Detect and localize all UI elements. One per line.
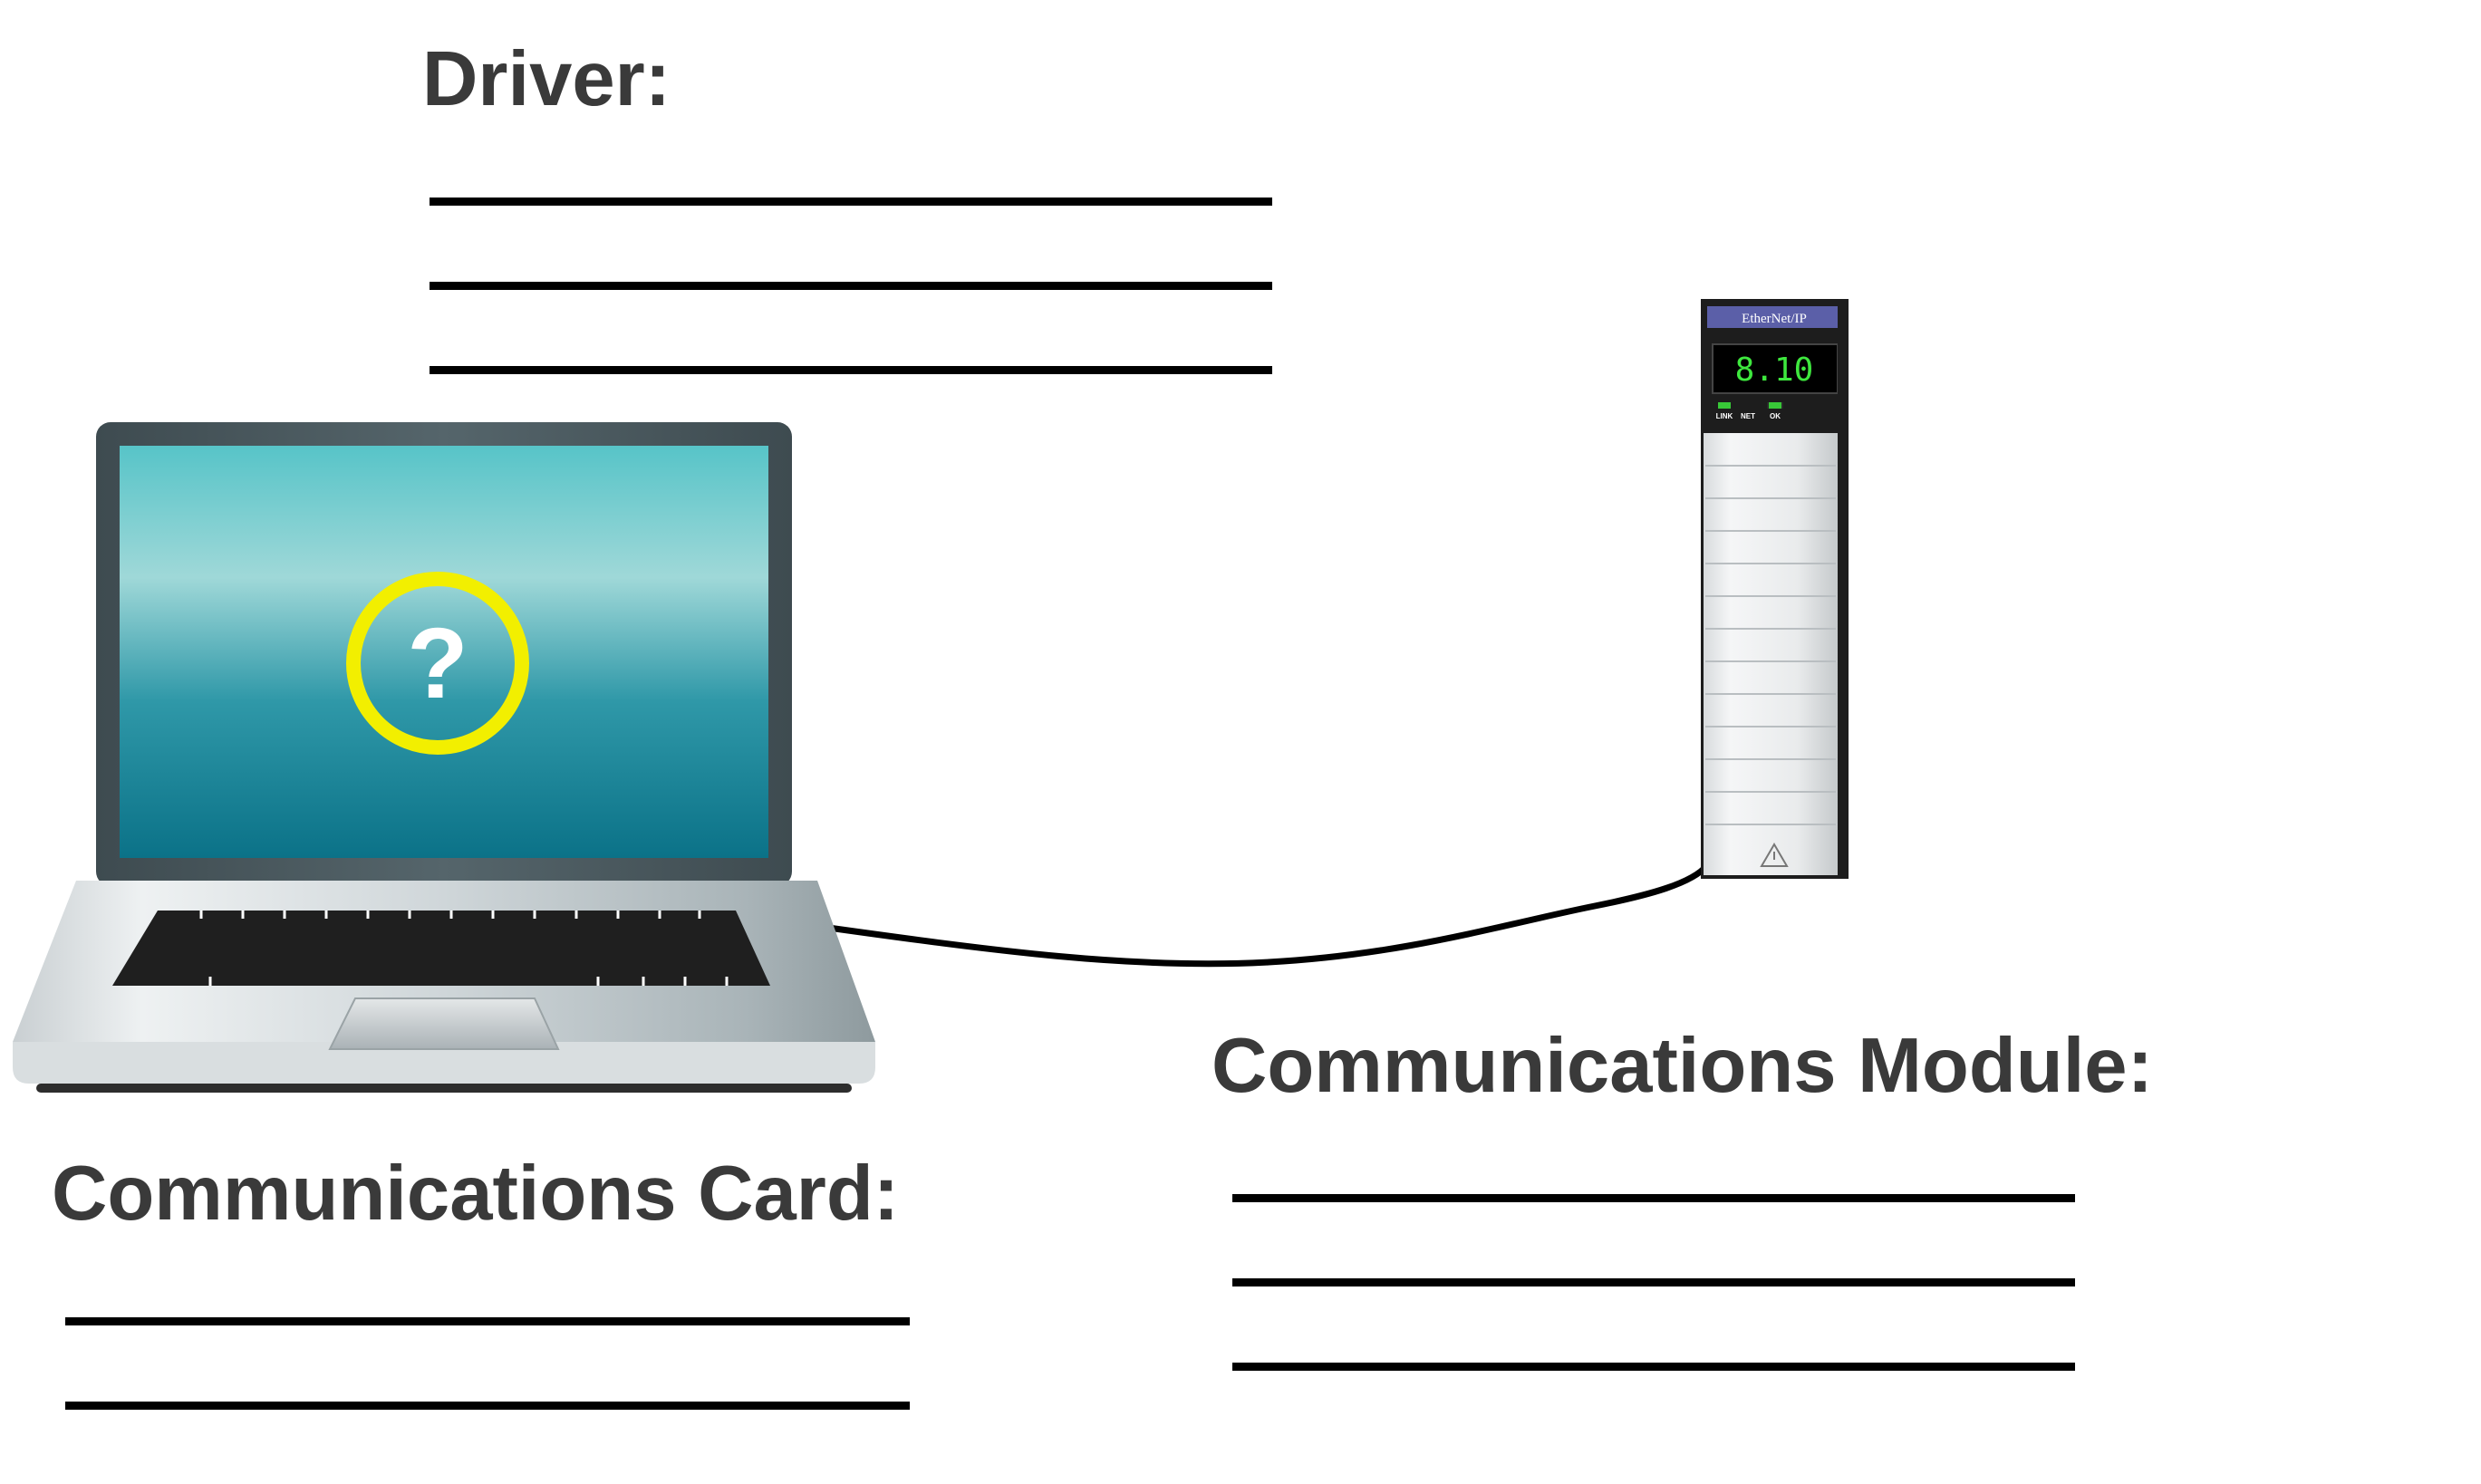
communications-card-label: Communications Card: [52,1151,900,1237]
module-blank-line-3 [1232,1363,2075,1371]
driver-blank-line-1 [430,198,1272,206]
driver-blank-line-3 [430,366,1272,374]
question-mark-icon [346,572,529,755]
ok-led [1769,402,1781,409]
link-led [1718,402,1731,409]
warning-triangle-icon [1760,843,1789,867]
module-display-value: 8.10 [1735,352,1814,389]
card-blank-line-2 [65,1402,910,1410]
led-label-ok: OK [1770,412,1781,420]
laptop-keyboard [112,911,770,986]
led-label-link: LINK [1716,412,1733,420]
ethernet-ip-brand: EtherNet/IP [1742,312,1807,326]
screen-question-glyph: ? [407,608,468,719]
module-blank-line-1 [1232,1194,2075,1202]
driver-blank-line-2 [430,282,1272,290]
card-blank-line-1 [65,1317,910,1325]
led-label-net: NET [1741,412,1755,420]
module-blank-line-2 [1232,1278,2075,1286]
module-body [1704,433,1838,875]
laptop-icon: ? [13,422,875,1093]
driver-label: Driver: [422,36,671,122]
laptop-screen [120,446,768,858]
communications-module-label: Communications Module: [1212,1023,2153,1109]
communications-module-icon: EtherNet/IP 8.10 LINK NET OK [1701,299,1849,879]
laptop-trackpad [328,997,560,1050]
ethernet-cable [812,862,1711,968]
